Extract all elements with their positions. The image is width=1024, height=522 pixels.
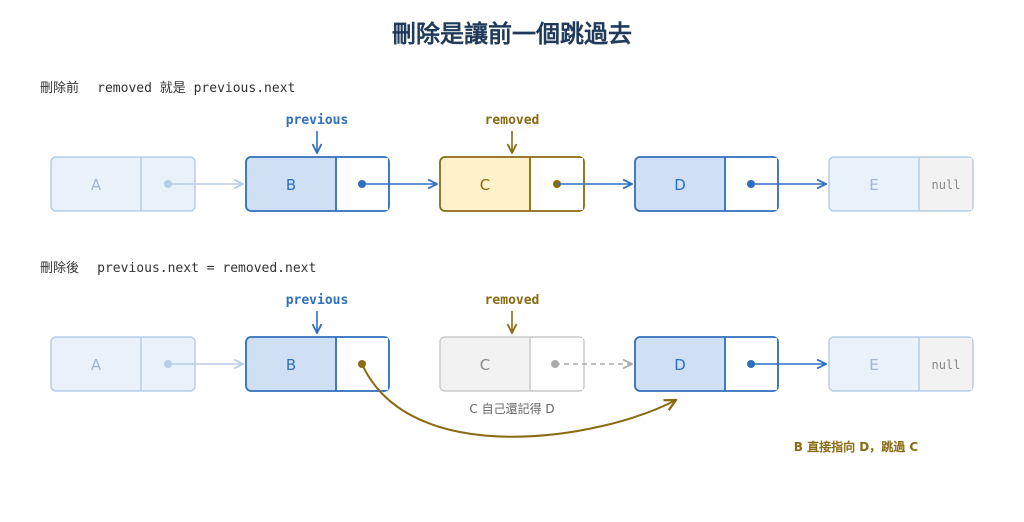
null-label: null	[932, 178, 961, 192]
after-label-prefix: 刪除後	[40, 261, 79, 276]
node-value: D	[674, 356, 686, 374]
note-c-remembers-d: C 自己還記得 D	[469, 401, 554, 416]
after-label: 刪除後 previous.next = removed.next	[40, 261, 316, 276]
before-label-code: removed 就是 previous.next	[97, 81, 295, 96]
node-value: C	[480, 176, 490, 194]
node-value: E	[869, 176, 878, 194]
node-value: C	[480, 356, 490, 374]
after-pointer-previous-label: previous	[286, 293, 349, 308]
node-value: B	[286, 176, 296, 194]
after-pointer-removed-label: removed	[485, 293, 540, 308]
null-label: null	[932, 358, 961, 372]
before-node-a: A	[50, 156, 196, 212]
node-value: D	[674, 176, 686, 194]
before-pointer-removed-label: removed	[485, 113, 540, 128]
after-node-e: E null	[828, 336, 974, 392]
before-pointer-previous-label: previous	[286, 113, 349, 128]
node-value: A	[91, 176, 102, 194]
after-node-a: A	[50, 336, 196, 392]
node-value: E	[869, 356, 878, 374]
after-node-c: C	[439, 336, 585, 392]
node-value: A	[91, 356, 102, 374]
before-label-prefix: 刪除前	[40, 80, 79, 96]
after-node-b: B	[245, 336, 390, 392]
note-b-skips-c: B 直接指向 D，跳過 C	[794, 439, 919, 454]
after-link-b-d-curve	[361, 363, 676, 438]
after-label-code: previous.next = removed.next	[97, 261, 316, 276]
node-value: B	[286, 356, 296, 374]
before-label: 刪除前 removed 就是 previous.next	[40, 80, 295, 96]
diagram-title: 刪除是讓前一個跳過去	[392, 20, 632, 48]
before-node-e: E null	[828, 156, 974, 212]
